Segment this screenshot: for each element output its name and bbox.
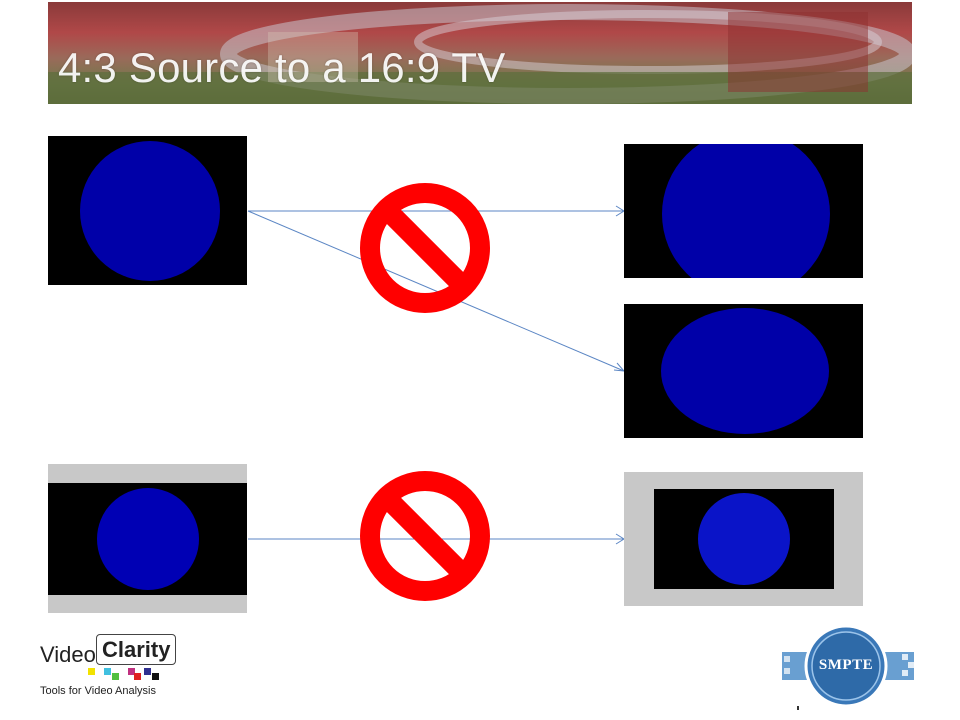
logo-word-video: Video (40, 642, 96, 667)
source-circle (80, 141, 220, 281)
smpte-wordmark: SMPTE (818, 657, 874, 673)
slide-title: 4:3 Source to a 16:9 TV (58, 44, 506, 91)
source-letterboxed-frame (48, 464, 247, 613)
logo-tagline: Tools for Video Analysis (40, 685, 156, 697)
stretched-ellipse (661, 308, 829, 434)
top-arrows (247, 205, 626, 372)
output-stretched (624, 304, 863, 438)
banner-background-image (48, 4, 912, 104)
title-banner: 4:3 Source to a 16:9 TV (48, 2, 912, 104)
prohibited-icon (360, 471, 490, 601)
output-cropped (624, 144, 863, 278)
cropped-circle (662, 144, 830, 278)
output-windowboxed (624, 472, 863, 606)
logo-word-clarity: Clarity (96, 634, 177, 665)
windowbox-circle (698, 493, 790, 585)
video-clarity-logo: Video Clarity Tools for Video Analysis (38, 630, 178, 705)
source-4x3-frame (48, 136, 247, 285)
smpte-logo (782, 624, 914, 710)
letterbox-circle (97, 488, 199, 590)
color-squares-icon (88, 668, 159, 680)
arrow-to-stretched (247, 210, 625, 372)
prohibited-icon (360, 183, 490, 313)
